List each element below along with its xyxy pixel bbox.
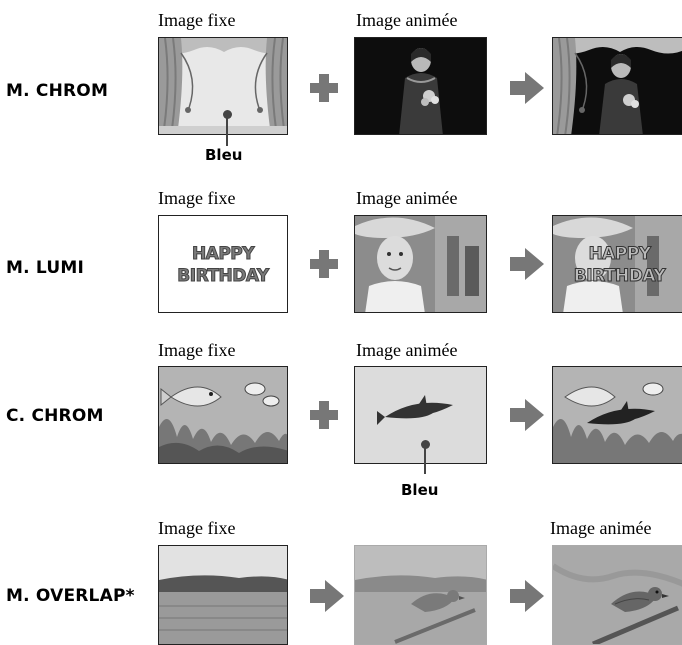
caption-image-fixe: Image fixe xyxy=(158,518,236,538)
arrow-right-icon xyxy=(510,399,544,431)
dolphin-illustration xyxy=(377,395,453,425)
mode-label-m-overlap: M. OVERLAP* xyxy=(6,586,135,606)
caption-image-fixe: Image fixe xyxy=(158,188,236,208)
callout-label-bleu: Bleu xyxy=(401,481,439,499)
birthday-text: BIRTHDAY xyxy=(573,266,666,287)
blue-callout-line xyxy=(226,118,228,146)
happy-text: HAPPY xyxy=(588,244,652,265)
still-image-happy-birthday: HAPPY BIRTHDAY xyxy=(158,215,288,313)
callout-label-bleu: Bleu xyxy=(205,146,243,164)
transition-image-overlap xyxy=(354,545,487,645)
stage-curtain-illustration xyxy=(159,38,287,134)
result-image-m-lumi: HAPPY BIRTHDAY xyxy=(552,215,682,313)
moving-image-dolphin-blue xyxy=(354,366,487,464)
birthday-text: BIRTHDAY xyxy=(177,266,270,287)
result-image-c-chrom xyxy=(552,366,682,464)
caption-image-fixe: Image fixe xyxy=(158,10,236,30)
result-girl-birthday-illustration xyxy=(553,216,682,312)
blue-callout-dot xyxy=(223,110,232,119)
arrow-right-icon xyxy=(510,248,544,280)
mode-label-m-chrom: M. CHROM xyxy=(6,81,109,101)
happy-text: HAPPY xyxy=(191,244,255,265)
result-aquarium-dolphin-illustration xyxy=(553,367,682,463)
still-image-aquarium xyxy=(158,366,288,464)
arrow-right-icon xyxy=(510,72,544,104)
arrow-right-icon xyxy=(510,580,544,612)
still-image-landscape xyxy=(158,545,288,645)
blue-callout-dot xyxy=(421,440,430,449)
result-curtain-woman-illustration xyxy=(553,38,682,134)
caption-image-animee: Image animée xyxy=(550,518,652,538)
girl-in-hat-illustration xyxy=(355,216,486,312)
bird-on-branch-illustration xyxy=(553,546,682,644)
caption-image-animee: Image animée xyxy=(356,10,458,30)
plus-icon xyxy=(310,250,338,278)
plus-icon xyxy=(310,401,338,429)
result-image-m-chrom xyxy=(552,37,682,135)
aquarium-fish-illustration xyxy=(159,367,287,463)
still-image-stage-curtain xyxy=(158,37,288,135)
landscape-field-illustration xyxy=(159,546,287,644)
bird-fading-illustration xyxy=(355,546,486,644)
caption-image-animee: Image animée xyxy=(356,340,458,360)
woman-with-bouquet-illustration xyxy=(355,38,486,134)
plus-icon xyxy=(310,74,338,102)
arrow-right-icon xyxy=(310,580,344,612)
mode-label-c-chrom: C. CHROM xyxy=(6,406,104,426)
mode-label-m-lumi: M. LUMI xyxy=(6,258,84,278)
caption-image-animee: Image animée xyxy=(356,188,458,208)
result-image-m-overlap xyxy=(552,545,682,645)
blue-callout-line xyxy=(424,448,426,474)
moving-image-woman xyxy=(354,37,487,135)
caption-image-fixe: Image fixe xyxy=(158,340,236,360)
moving-image-girl-hat xyxy=(354,215,487,313)
